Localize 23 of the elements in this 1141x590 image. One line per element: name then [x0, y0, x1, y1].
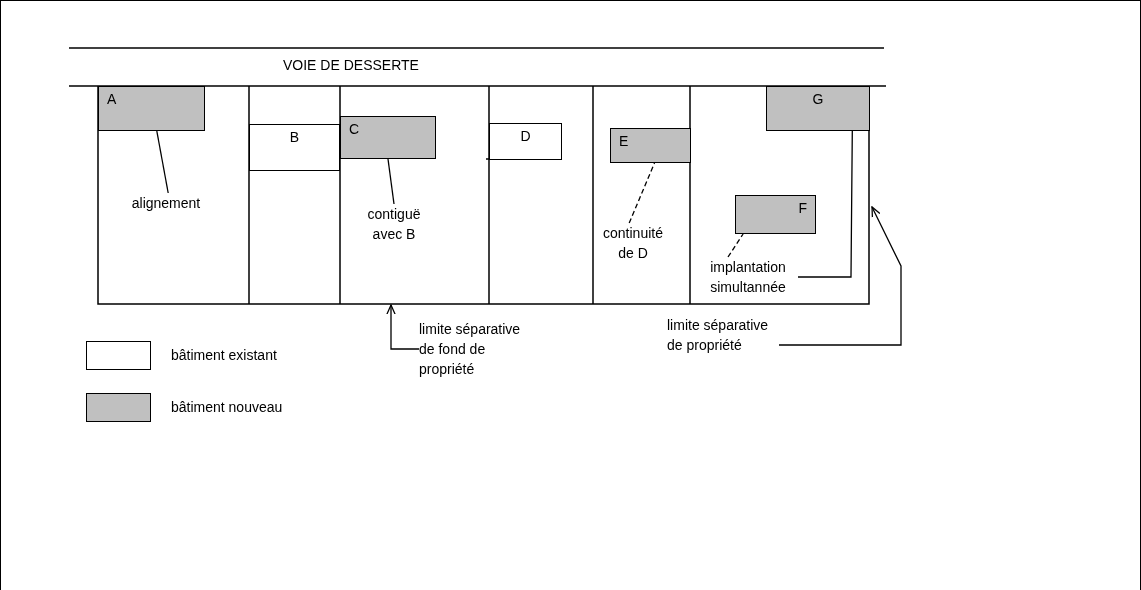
leader-line	[156, 130, 169, 194]
annotation-label: implantation simultannée	[698, 257, 798, 297]
building-box: B	[249, 124, 340, 171]
building-box: E	[610, 128, 691, 163]
leader-line	[727, 233, 744, 258]
annotation-label: alignement	[111, 193, 221, 213]
building-box: C	[340, 116, 436, 159]
leader-arrow	[386, 304, 420, 350]
building-box: A	[98, 86, 205, 131]
leader-arrow	[778, 206, 902, 346]
road-label: VOIE DE DESSERTE	[283, 57, 419, 73]
building-box: G	[766, 86, 870, 131]
leader-line	[387, 158, 395, 205]
leader-line	[628, 162, 656, 224]
leader-line	[797, 130, 853, 278]
annotation-label: limite séparative de fond de propriété	[419, 319, 535, 379]
building-box: D	[489, 123, 562, 160]
legend-label: bâtiment existant	[171, 347, 277, 363]
legend-label: bâtiment nouveau	[171, 399, 283, 415]
annotation-label: contiguë avec B	[358, 204, 430, 244]
annotation-label: limite séparative de propriété	[667, 315, 779, 355]
annotation-label: continuité de D	[595, 223, 671, 263]
building-box: F	[735, 195, 816, 234]
